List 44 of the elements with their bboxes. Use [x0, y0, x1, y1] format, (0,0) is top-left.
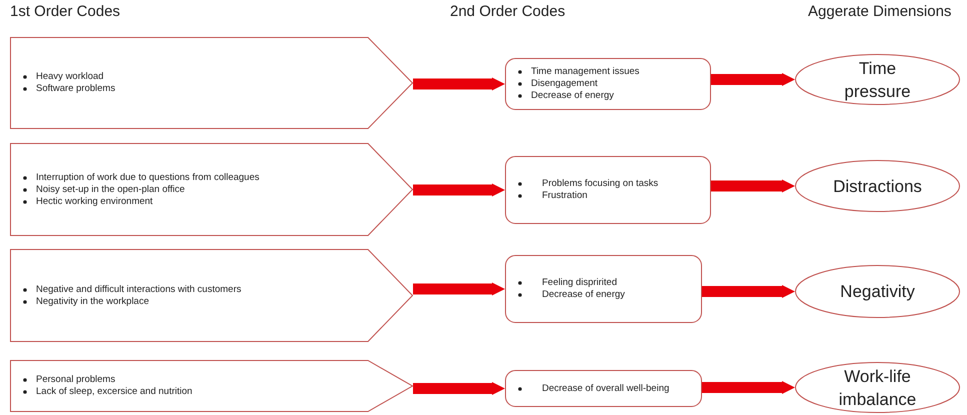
- dimension-name: Distractions: [832, 176, 923, 198]
- bullet-item: Hectic working environment: [36, 196, 153, 206]
- rounded-box: [505, 58, 711, 110]
- bullet-item: Decrease of energy: [531, 90, 614, 101]
- bullet-item: Lack of sleep, excersice and nutrition: [36, 386, 192, 397]
- rounded-box: [505, 255, 702, 323]
- rounded-box: [505, 370, 702, 407]
- block-arrow: [702, 285, 795, 298]
- dimension-name: Work-life imbalance: [838, 366, 918, 410]
- bullet-item: Interruption of work due to questions from colleagues: [36, 172, 260, 182]
- column-heading: 1st Order Codes: [10, 3, 120, 20]
- bullet-item: Disengagement: [531, 78, 598, 89]
- bullet-item: Personal problems: [36, 374, 116, 385]
- dimension-name: Time pressure: [843, 58, 912, 102]
- chevron-shape: [10, 37, 413, 129]
- bullet-item: Negativity in the workplace: [36, 296, 149, 306]
- bullet-item: Problems focusing on tasks: [542, 178, 658, 189]
- bullet-item: Software problems: [36, 83, 116, 94]
- block-arrow: [413, 282, 505, 296]
- column-heading: 2nd Order Codes: [450, 3, 566, 20]
- block-arrow: [413, 184, 505, 196]
- bullet-item: Time management issues: [531, 66, 640, 77]
- bullet-item: Heavy workload: [36, 71, 104, 82]
- dimension-name: Negativity: [839, 281, 916, 303]
- ellipse: [795, 160, 960, 212]
- rounded-box: [505, 156, 711, 224]
- block-arrow: [711, 73, 795, 86]
- block-arrow: [702, 381, 795, 394]
- ellipse: [795, 265, 960, 318]
- block-arrow: [413, 382, 505, 395]
- ellipse: [795, 54, 960, 105]
- bullet-item: Decrease of energy: [542, 289, 625, 300]
- column-heading: Aggerate Dimensions: [808, 3, 952, 20]
- chevron-shape: [10, 143, 413, 236]
- chevron-shape: [10, 360, 413, 412]
- block-arrow: [413, 78, 505, 90]
- block-arrow: [711, 180, 795, 192]
- bullet-item: Feeling dispririted: [542, 277, 617, 288]
- bullet-item: Decrease of overall well-being: [542, 382, 670, 394]
- bullet-item: Frustration: [542, 190, 588, 201]
- bullet-item: Noisy set-up in the open-plan office: [36, 184, 185, 194]
- chevron-shape: [10, 249, 413, 342]
- ellipse: [795, 362, 960, 413]
- bullet-item: Negative and difficult interactions with customers: [36, 284, 242, 294]
